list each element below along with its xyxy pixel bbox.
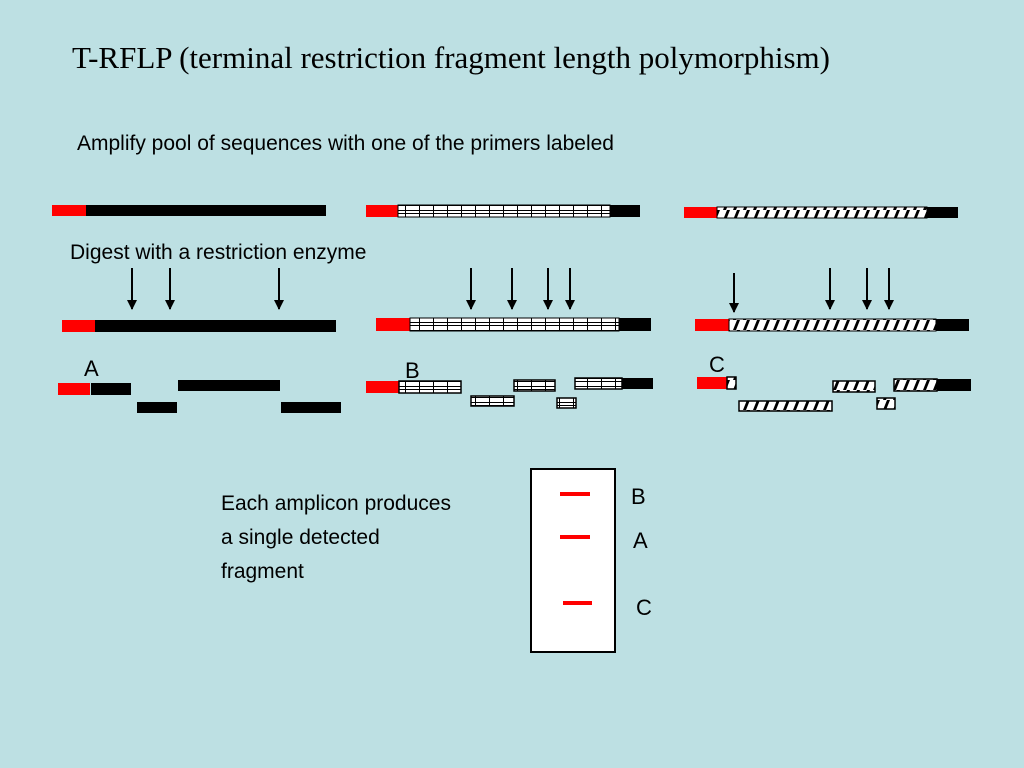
terminal-fragment-label [58, 383, 90, 395]
gel-band-a [560, 535, 590, 539]
labeled-primer [695, 319, 729, 331]
fragments-c [697, 376, 971, 412]
fragment [876, 397, 896, 410]
digest-b [376, 268, 651, 332]
dna-strand [95, 320, 336, 332]
fragments-a [58, 380, 341, 413]
gel-band-c [563, 601, 592, 605]
dna-strand [716, 206, 928, 219]
step-digest-text: Digest with a restriction enzyme [70, 241, 367, 264]
gel [530, 468, 616, 653]
fragment [137, 402, 177, 413]
digest-a [62, 268, 336, 332]
fragments-b [366, 377, 653, 409]
amplicon-c [684, 206, 958, 219]
fragment-label-c: C [709, 352, 725, 377]
dna-strand [397, 204, 611, 218]
terminal-fragment [726, 376, 737, 390]
slide-title: T-RFLP (terminal restriction fragment le… [72, 40, 830, 75]
fragment-label-a: A [84, 356, 99, 381]
fragment [738, 400, 833, 412]
dna-strand-end [619, 318, 651, 331]
step-amplify-text: Amplify pool of sequences with one of th… [77, 132, 614, 155]
labeled-primer [52, 205, 86, 216]
labeled-primer [366, 205, 398, 217]
fragment [281, 402, 341, 413]
gel-label-bottom: C [636, 595, 652, 620]
fragment [893, 378, 938, 392]
terminal-fragment-label [697, 377, 727, 389]
labeled-primer [684, 207, 717, 218]
amplicon-a [52, 205, 326, 216]
gel-lane [530, 468, 616, 653]
dna-strand [86, 205, 326, 216]
fragment [513, 379, 556, 392]
fragment-label-b: B [405, 358, 420, 383]
amplicon-b [366, 204, 640, 218]
dna-strand-end [936, 319, 969, 331]
fragment-end [937, 379, 971, 391]
fragment-end [622, 378, 653, 389]
result-note: Each amplicon produces a single detected… [221, 492, 451, 583]
dna-strand-end [927, 207, 958, 218]
fragment [556, 397, 577, 409]
digest-c [695, 268, 969, 332]
dna-strand-end [610, 205, 640, 217]
fragment [574, 377, 623, 390]
fragment [470, 395, 515, 407]
labeled-primer [62, 320, 95, 332]
dna-strand [409, 317, 620, 332]
fragment [178, 380, 280, 391]
dna-strand [728, 318, 937, 332]
fragment [832, 380, 876, 393]
labeled-primer [376, 318, 410, 331]
terminal-fragment [398, 380, 462, 394]
terminal-fragment-label [366, 381, 399, 393]
gel-label-top: B [631, 484, 646, 509]
gel-band-b [560, 492, 590, 496]
gel-label-middle: A [633, 528, 648, 553]
terminal-fragment [91, 383, 131, 395]
